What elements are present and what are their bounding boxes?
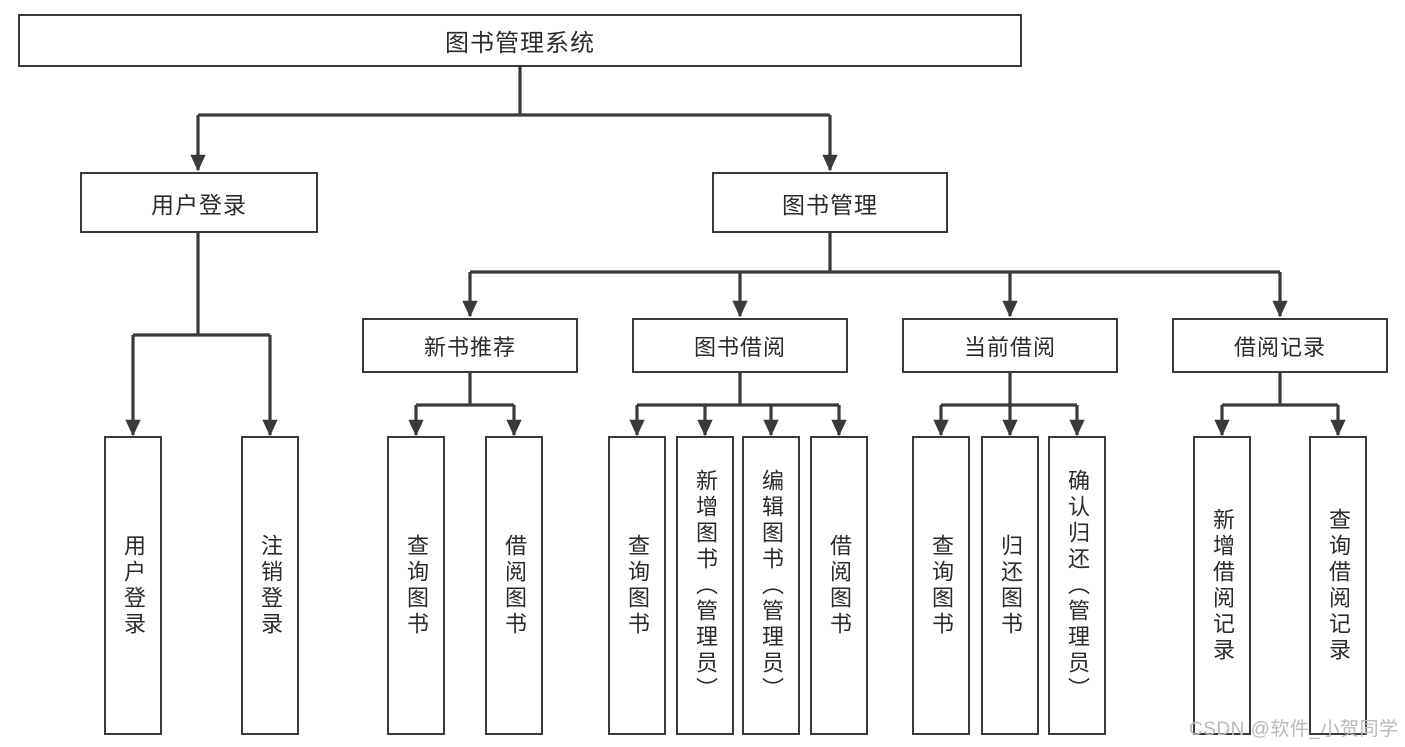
node-current-borrow-label: 当前借阅 xyxy=(963,334,1056,360)
leaf-query-book-borrow-label: 查询图书 xyxy=(625,533,650,638)
leaf-return-book-label: 归还图书 xyxy=(998,533,1023,638)
node-new-book-recommend[interactable]: 新书推荐 xyxy=(362,318,578,373)
leaf-add-borrow-record-label: 新增借阅记录 xyxy=(1210,507,1235,664)
leaf-confirm-return-admin[interactable]: 确认归还（管理员） xyxy=(1048,436,1106,735)
node-borrow-record[interactable]: 借阅记录 xyxy=(1172,318,1388,373)
leaf-user-login[interactable]: 用户登录 xyxy=(104,436,162,735)
leaf-query-borrow-record-label: 查询借阅记录 xyxy=(1326,507,1351,664)
node-book-borrow-label: 图书借阅 xyxy=(693,334,786,360)
leaf-add-borrow-record[interactable]: 新增借阅记录 xyxy=(1193,436,1251,735)
node-user-login[interactable]: 用户登录 xyxy=(80,172,318,233)
node-user-login-label: 用户登录 xyxy=(151,191,247,218)
leaf-edit-book-admin[interactable]: 编辑图书（管理员） xyxy=(742,436,800,735)
node-book-management-label: 图书管理 xyxy=(782,191,878,218)
node-current-borrow[interactable]: 当前借阅 xyxy=(902,318,1118,373)
node-book-borrow[interactable]: 图书借阅 xyxy=(632,318,848,373)
leaf-query-book-current[interactable]: 查询图书 xyxy=(912,436,970,735)
leaf-return-book[interactable]: 归还图书 xyxy=(981,436,1039,735)
leaf-query-borrow-record[interactable]: 查询借阅记录 xyxy=(1309,436,1367,735)
node-book-management[interactable]: 图书管理 xyxy=(712,172,948,233)
leaf-user-login-label: 用户登录 xyxy=(121,533,146,638)
leaf-query-book-rec[interactable]: 查询图书 xyxy=(387,436,445,735)
node-root[interactable]: 图书管理系统 xyxy=(18,14,1022,67)
leaf-query-book-borrow[interactable]: 查询图书 xyxy=(608,436,666,735)
leaf-logout-label: 注销登录 xyxy=(258,533,283,638)
node-new-book-recommend-label: 新书推荐 xyxy=(423,334,516,360)
node-root-label: 图书管理系统 xyxy=(445,30,595,57)
leaf-borrow-book[interactable]: 借阅图书 xyxy=(810,436,868,735)
leaf-add-book-admin-label: 新增图书（管理员） xyxy=(693,468,718,703)
leaf-confirm-return-admin-label: 确认归还（管理员） xyxy=(1065,468,1090,703)
node-borrow-record-label: 借阅记录 xyxy=(1233,334,1326,360)
leaf-logout[interactable]: 注销登录 xyxy=(241,436,299,735)
leaf-query-book-current-label: 查询图书 xyxy=(929,533,954,638)
leaf-borrow-book-label: 借阅图书 xyxy=(827,533,852,638)
leaf-borrow-book-rec[interactable]: 借阅图书 xyxy=(485,436,543,735)
leaf-borrow-book-rec-label: 借阅图书 xyxy=(502,533,527,638)
leaf-add-book-admin[interactable]: 新增图书（管理员） xyxy=(676,436,734,735)
leaf-query-book-rec-label: 查询图书 xyxy=(404,533,429,638)
leaf-edit-book-admin-label: 编辑图书（管理员） xyxy=(759,468,784,703)
